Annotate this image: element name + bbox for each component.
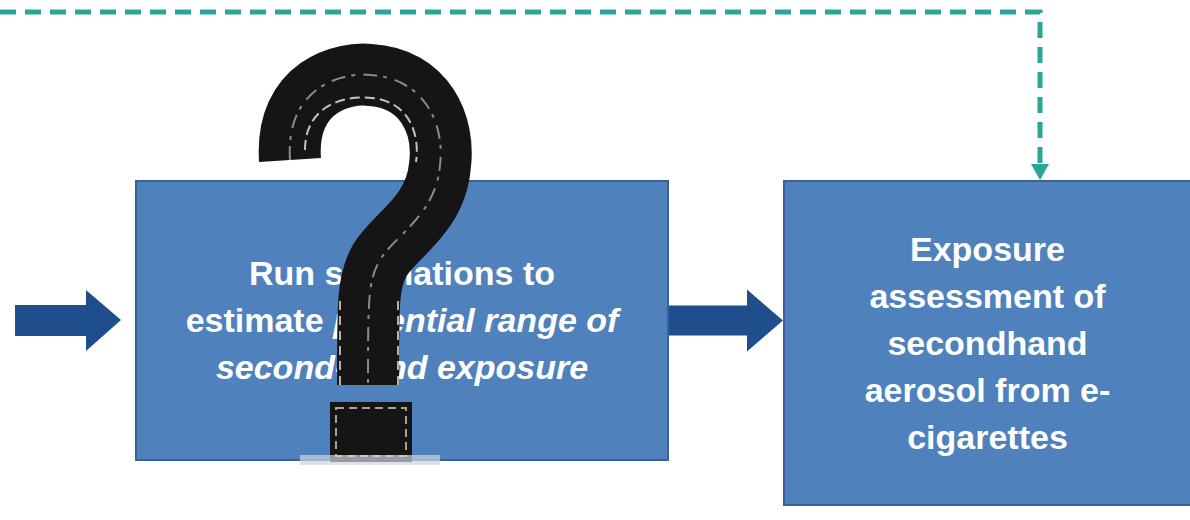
dashed-feedback-line <box>0 12 1040 166</box>
box-label: Exposure assessment of secondhand aeroso… <box>865 230 1111 456</box>
process-box: Exposure assessment of secondhand aeroso… <box>783 180 1190 506</box>
question-mark-texture <box>305 98 417 162</box>
box-text: Run simulations to estimatepotential ran… <box>183 250 621 391</box>
dashed-arrowhead <box>1031 164 1049 180</box>
incoming-block-arrow <box>15 290 121 351</box>
box-text: Exposure assessment of secondhand aeroso… <box>829 226 1146 461</box>
process-box: Run simulations to estimatepotential ran… <box>135 180 669 461</box>
block-arrow-connector <box>669 290 783 352</box>
